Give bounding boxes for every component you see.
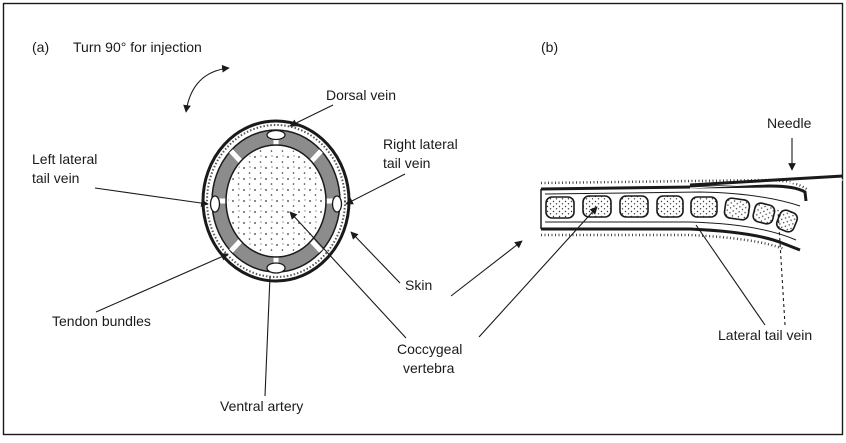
panel-a: (a) Turn 90° for injection [32, 39, 462, 414]
dorsal-vein-vessel [267, 131, 285, 140]
tendon-bundles-label: Tendon bundles [52, 313, 151, 329]
panel-b-label: (b) [541, 39, 558, 55]
tail-longitudinal-section [541, 176, 843, 250]
right-lateral-vein-vessel [333, 196, 342, 212]
panel-b-leader-lines [451, 138, 792, 337]
ventral-artery-vessel [267, 263, 285, 273]
coccygeal-label-line2: vertebra [403, 360, 455, 376]
left-lateral-label-line1: Left lateral [32, 151, 97, 167]
tail-bottom-hair [541, 235, 784, 249]
vertebra-dots [228, 147, 324, 255]
panel-a-label: (a) [32, 39, 49, 55]
skin-label: Skin [405, 277, 432, 293]
tail-bottom-skin [541, 229, 800, 250]
dorsal-vein-label: Dorsal vein [326, 87, 396, 103]
coccygeal-label-line1: Coccygeal [397, 341, 462, 357]
needle-label: Needle [767, 115, 812, 131]
rotation-arrow-icon [186, 68, 229, 112]
left-lateral-label-line2: tail vein [32, 170, 79, 186]
right-lateral-label-line1: Right lateral [383, 136, 458, 152]
panel-b: (b) [451, 39, 843, 343]
left-lateral-vein-vessel [211, 196, 220, 212]
right-lateral-label-line2: tail vein [383, 155, 430, 171]
rotation-instruction: Turn 90° for injection [73, 39, 202, 55]
tail-cross-section [203, 121, 349, 281]
lateral-tail-vein-label: Lateral tail vein [718, 327, 812, 343]
ventral-artery-label: Ventral artery [220, 398, 303, 414]
